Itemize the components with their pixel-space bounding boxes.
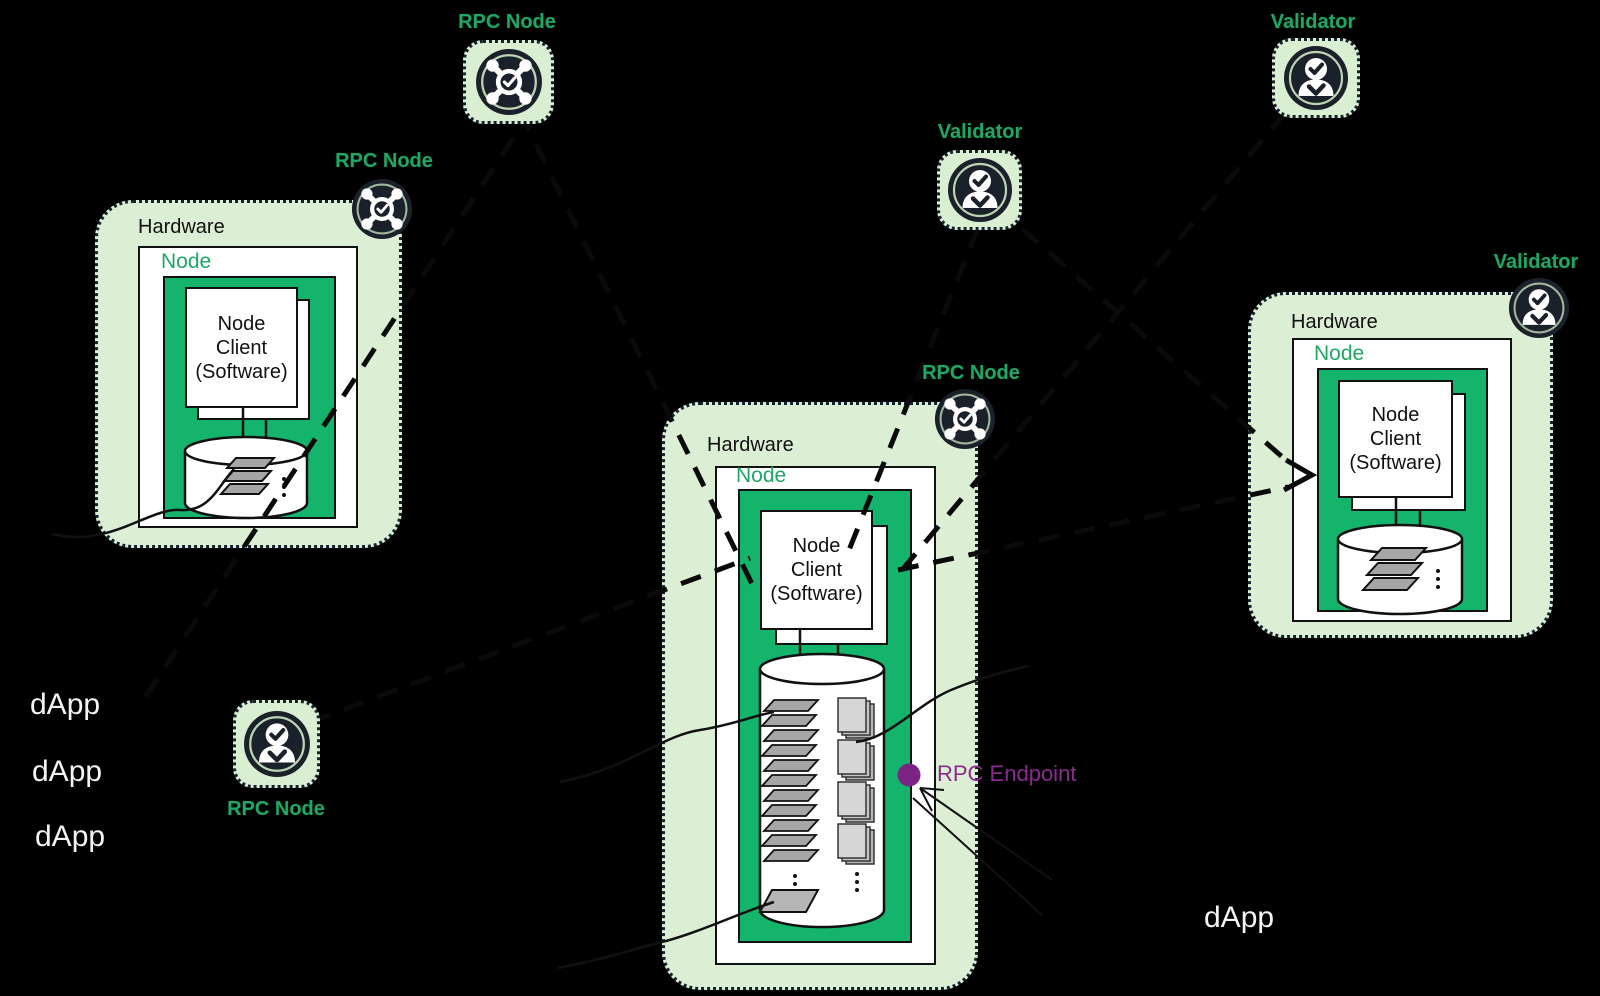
card-storage-connectors	[241, 408, 1422, 657]
validator-icon-top-right	[1272, 38, 1360, 118]
dapp-label-1: dApp	[30, 688, 101, 721]
dashed-link-middle-node-to-topright-validator	[900, 93, 1302, 572]
storage-cylinder-middle	[758, 652, 886, 929]
validator-person-icon	[1508, 277, 1570, 339]
rpc-node-label-left-box: RPC Node	[335, 150, 433, 172]
ellipsis-middle	[793, 872, 859, 894]
ledger-stack-middle	[759, 699, 821, 862]
hardware-label-middle: Hardware	[707, 434, 794, 456]
rpc-endpoint-label: RPC Endpoint	[937, 761, 1077, 786]
rpc-node-icon-left-box	[351, 178, 413, 245]
curve-middle-node-right	[855, 664, 1029, 744]
ledger-pages-left	[218, 457, 277, 495]
rpc-person-icon	[243, 711, 310, 777]
node-client-label-middle: Node Client (Software)	[770, 535, 863, 605]
rpc-network-icon	[934, 388, 996, 450]
validator-icon-right-box	[1508, 277, 1570, 344]
dashed-link-into-right-node-bottom	[897, 484, 1289, 573]
validator-person-icon	[947, 158, 1012, 222]
hardware-label-left: Hardware	[138, 216, 225, 238]
rpc-node-label-bottom-left: RPC Node	[227, 798, 325, 820]
dashed-link-toprpc-to-dapps	[137, 106, 536, 707]
validator-label-right-box: Validator	[1493, 251, 1579, 273]
node-client-label-left: Node Client (Software)	[195, 312, 288, 383]
rpc-node-icon-top	[463, 40, 554, 124]
ledger-pages-right	[1360, 547, 1429, 591]
dapp-label-3: dApp	[35, 820, 106, 853]
validator-label-middle: Validator	[937, 121, 1023, 143]
validator-person-icon	[1284, 46, 1348, 110]
dapp-label-bottom-right: dApp	[1204, 901, 1275, 934]
node-client-card-left	[185, 287, 298, 408]
dashed-network-links	[137, 93, 1302, 725]
node-client-card-middle	[760, 510, 873, 630]
dapp-label-2: dApp	[32, 755, 103, 788]
rpc-network-icon	[475, 49, 542, 115]
storage-cylinder-right	[1336, 523, 1464, 616]
endpoint-arrows	[912, 787, 1053, 916]
validator-label-top-right: Validator	[1270, 11, 1356, 33]
rpc-node-icon-bottom-left	[233, 700, 320, 788]
node-label-left: Node	[161, 250, 212, 273]
validator-icon-middle	[937, 150, 1022, 230]
node-label-middle: Node	[736, 464, 787, 487]
dashed-link-toprpc-to-middle-node	[517, 110, 758, 592]
rpc-node-icon-middle-box	[934, 388, 996, 455]
curve-middle-node-lower	[557, 900, 775, 970]
dapp-connection-curves	[51, 468, 1029, 970]
hardware-label-right: Hardware	[1291, 311, 1378, 333]
document-stack-middle	[837, 697, 875, 865]
dashed-arrowhead-right-node	[1282, 457, 1318, 493]
rpc-node-label-top: RPC Node	[458, 11, 556, 33]
rpc-endpoint-dot	[897, 763, 921, 787]
dashed-link-bottomrpc-to-middle-node	[309, 555, 751, 725]
dashed-link-validator-to-middle-node	[842, 227, 981, 561]
ellipsis-right	[1436, 569, 1440, 589]
node-client-card-right	[1338, 380, 1453, 498]
curve-left-node	[51, 468, 235, 539]
dashed-link-into-right-node-top	[993, 203, 1290, 464]
rpc-network-icon	[351, 178, 413, 240]
curve-middle-node-upper	[559, 710, 775, 784]
rpc-node-label-middle-box: RPC Node	[922, 362, 1020, 384]
node-label-right: Node	[1314, 342, 1365, 365]
node-client-label-right: Node Client (Software)	[1349, 404, 1442, 474]
